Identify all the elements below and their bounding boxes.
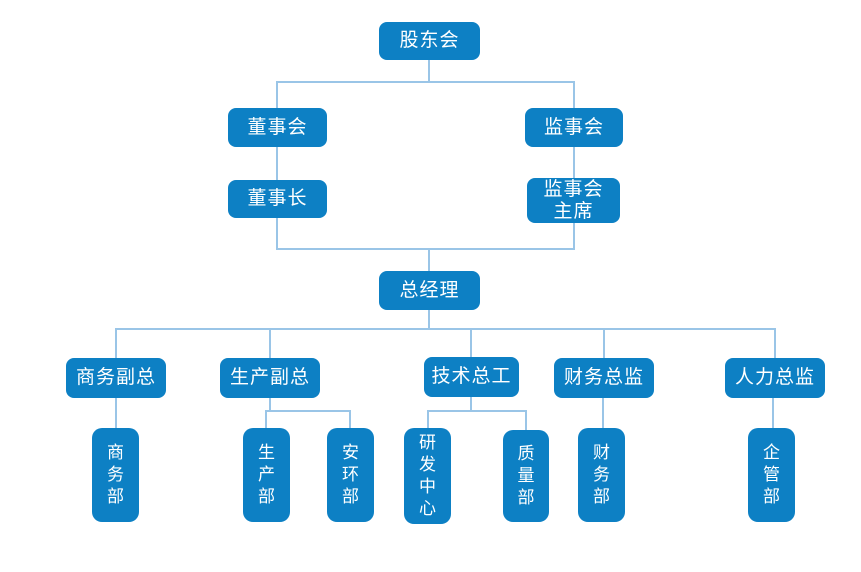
- connector-line: [573, 223, 575, 250]
- node-rd-center: 研发中心: [404, 428, 451, 524]
- node-chief-engineer: 技术总工: [424, 357, 519, 397]
- connector-line: [115, 398, 117, 428]
- connector-line: [115, 328, 776, 330]
- node-board: 董事会: [228, 108, 327, 147]
- connector-line: [772, 398, 774, 428]
- connector-line: [269, 328, 271, 358]
- connector-line: [427, 410, 429, 428]
- connector-line: [428, 248, 430, 271]
- node-label: 股东会: [399, 30, 460, 52]
- node-chairman: 董事长: [228, 180, 327, 218]
- node-label: 总经理: [399, 279, 460, 301]
- node-label: 监事会 主席: [543, 178, 604, 222]
- node-label: 技术总工: [431, 366, 512, 388]
- connector-line: [276, 81, 278, 108]
- node-label: 商务部: [106, 442, 124, 507]
- connector-line: [774, 328, 776, 358]
- connector-line: [573, 147, 575, 178]
- connector-line: [276, 218, 278, 250]
- connector-line: [573, 81, 575, 108]
- node-label: 人力总监: [734, 367, 815, 389]
- node-label: 董事长: [247, 188, 308, 210]
- node-shareholders: 股东会: [379, 22, 480, 60]
- node-label: 生产部: [257, 442, 275, 507]
- connector-line: [349, 410, 351, 428]
- connector-line: [269, 398, 271, 412]
- node-finance-director: 财务总监: [554, 358, 654, 398]
- node-label: 商务副总: [75, 367, 156, 389]
- connector-line: [265, 410, 267, 428]
- node-label: 企管部: [762, 442, 780, 507]
- node-production-dept: 生产部: [243, 428, 290, 522]
- node-finance-dept: 财务部: [578, 428, 625, 522]
- connector-line: [115, 328, 117, 358]
- node-label: 生产副总: [229, 367, 310, 389]
- node-general-manager: 总经理: [379, 271, 480, 310]
- node-label: 安环部: [341, 442, 359, 507]
- node-business-dept: 商务部: [92, 428, 139, 522]
- connector-line: [525, 410, 527, 430]
- connector-line: [276, 147, 278, 180]
- connector-line: [276, 248, 575, 250]
- connector-line: [470, 328, 472, 357]
- connector-line: [603, 328, 605, 358]
- node-supervisory-board: 监事会: [525, 108, 623, 147]
- node-hr-director: 人力总监: [725, 358, 825, 398]
- connector-line: [428, 310, 430, 330]
- node-enterprise-mgmt-dept: 企管部: [748, 428, 795, 522]
- node-label: 财务部: [592, 442, 610, 507]
- node-vp-business: 商务副总: [66, 358, 166, 398]
- node-quality-dept: 质量部: [503, 430, 549, 522]
- connector-line: [602, 398, 604, 428]
- connector-line: [265, 410, 351, 412]
- node-label: 质量部: [517, 443, 535, 508]
- node-label: 董事会: [247, 116, 308, 138]
- node-label: 研发中心: [418, 432, 436, 519]
- node-supervisory-chairman: 监事会 主席: [527, 178, 620, 223]
- node-label: 财务总监: [563, 367, 644, 389]
- connector-line: [427, 410, 527, 412]
- connector-line: [470, 397, 472, 412]
- node-safety-env-dept: 安环部: [327, 428, 374, 522]
- node-vp-production: 生产副总: [220, 358, 320, 398]
- node-label: 监事会: [543, 116, 604, 138]
- connector-line: [276, 81, 575, 83]
- connector-line: [428, 60, 430, 82]
